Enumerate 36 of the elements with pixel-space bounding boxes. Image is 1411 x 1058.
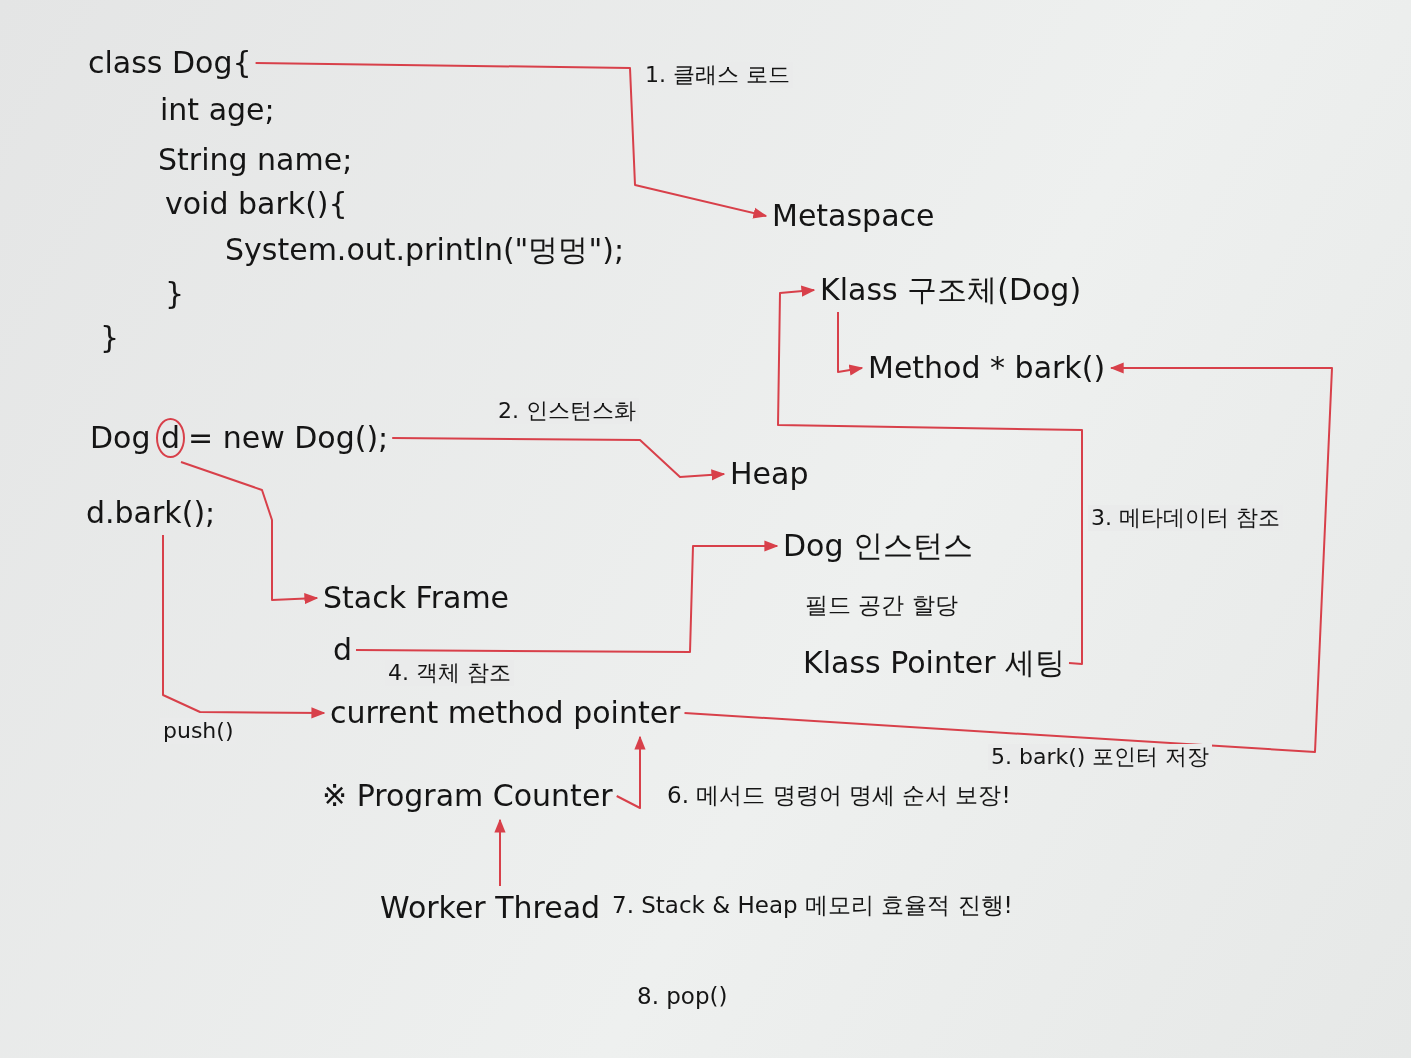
arrow bbox=[615, 735, 646, 809]
pointer-label: current method pointer bbox=[330, 695, 681, 731]
arrow bbox=[683, 362, 1333, 753]
arrow bbox=[837, 311, 864, 376]
arrow bbox=[180, 461, 319, 605]
memory-area-label: Heap bbox=[730, 456, 809, 492]
code-text: int age; bbox=[160, 92, 275, 128]
circled-variable: d bbox=[156, 418, 186, 458]
arrow bbox=[777, 285, 1083, 665]
stack-frame-label: Stack Frame bbox=[323, 580, 510, 616]
structure-label: Klass 구조체(Dog) bbox=[820, 272, 1082, 308]
arrow bbox=[494, 818, 506, 887]
code-text: } bbox=[100, 320, 120, 356]
method-pointer-label: Method * bark() bbox=[868, 350, 1106, 386]
code-text: System.out.println("멍멍"); bbox=[225, 232, 625, 268]
code-text: class Dog{ bbox=[88, 45, 252, 81]
instance-label: Dog 인스턴스 bbox=[783, 528, 974, 564]
program-counter-label: ※ Program Counter bbox=[322, 778, 613, 814]
code-text: void bark(){ bbox=[165, 186, 348, 222]
pointer-label: Klass Pointer 세팅 bbox=[803, 645, 1065, 681]
code-text: } bbox=[165, 276, 185, 312]
step-note: 8. pop() bbox=[637, 983, 728, 1011]
thread-label: Worker Thread bbox=[380, 890, 601, 926]
code-text: d.bark(); bbox=[86, 495, 216, 531]
memory-area-label: Metaspace bbox=[772, 198, 935, 234]
code-text: Dog bbox=[90, 420, 151, 456]
step-note: 필드 공간 할당 bbox=[805, 592, 958, 620]
code-text: = new Dog(); bbox=[188, 420, 389, 456]
code-text: String name; bbox=[158, 142, 353, 178]
arrow bbox=[355, 540, 779, 653]
step-note: 7. Stack & Heap 메모리 효율적 진행! bbox=[612, 892, 1013, 920]
variable-label: d bbox=[333, 632, 353, 668]
step-note: 6. 메서드 명령어 명세 순서 보장! bbox=[667, 782, 1011, 810]
arrow bbox=[254, 62, 768, 219]
arrow bbox=[162, 534, 326, 719]
arrow bbox=[391, 437, 726, 481]
